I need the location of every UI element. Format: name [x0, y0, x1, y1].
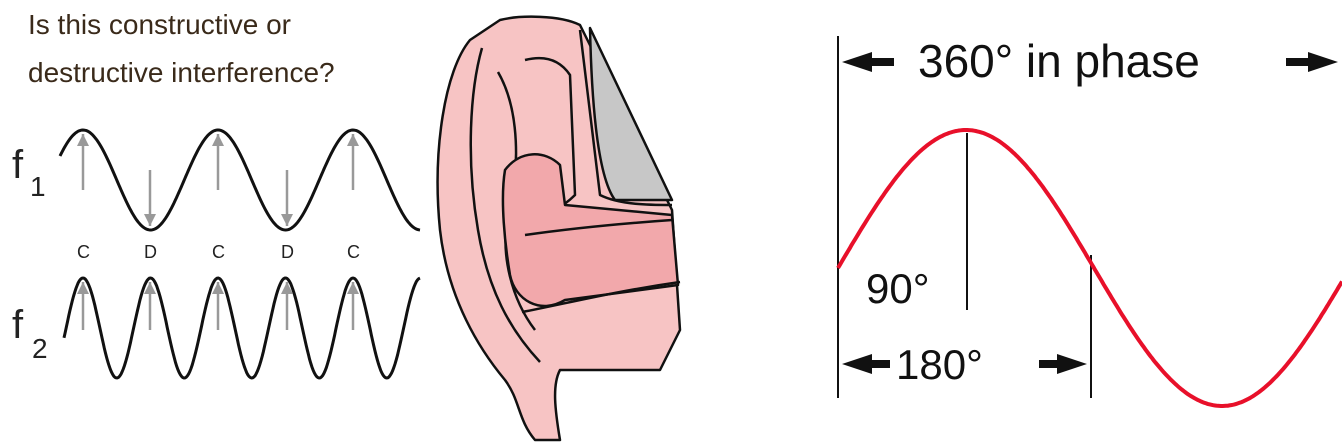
marker-c-4: C — [347, 242, 360, 262]
f1-arrow-down-3-head — [281, 214, 293, 226]
f1-arrow-up-2-head — [212, 134, 224, 146]
f2-subscript: 2 — [32, 333, 48, 364]
f1-arrow-up-0-head — [77, 134, 89, 146]
f1-arrow-down-1-head — [144, 214, 156, 226]
f1-arrow-up-4-head — [347, 134, 359, 146]
right-arrow-360 — [1286, 52, 1338, 72]
phase-360-label: 360° in phase — [918, 35, 1200, 87]
marker-d-1: D — [144, 242, 157, 262]
amplitude-arrows — [77, 134, 359, 330]
f2-label: f — [12, 303, 24, 347]
marker-c-2: C — [212, 242, 225, 262]
marker-c-0: C — [77, 242, 90, 262]
question-line-1: Is this constructive or — [28, 9, 291, 40]
right-arrow-180 — [1039, 354, 1087, 374]
wave-f1 — [60, 130, 420, 230]
left-arrow-180 — [842, 354, 890, 374]
ear-illustration — [438, 17, 680, 440]
question-line-2: destructive interference? — [28, 57, 335, 88]
left-arrow-360 — [842, 52, 894, 72]
phase-90-label: 90° — [866, 265, 930, 312]
f1-subscript: 1 — [30, 171, 46, 202]
phase-diagram: 360° in phase 90° 180° — [838, 35, 1342, 406]
wave-f2 — [64, 278, 420, 378]
phase-180-label: 180° — [896, 341, 983, 388]
marker-d-3: D — [281, 242, 294, 262]
f1-label: f — [12, 143, 24, 187]
